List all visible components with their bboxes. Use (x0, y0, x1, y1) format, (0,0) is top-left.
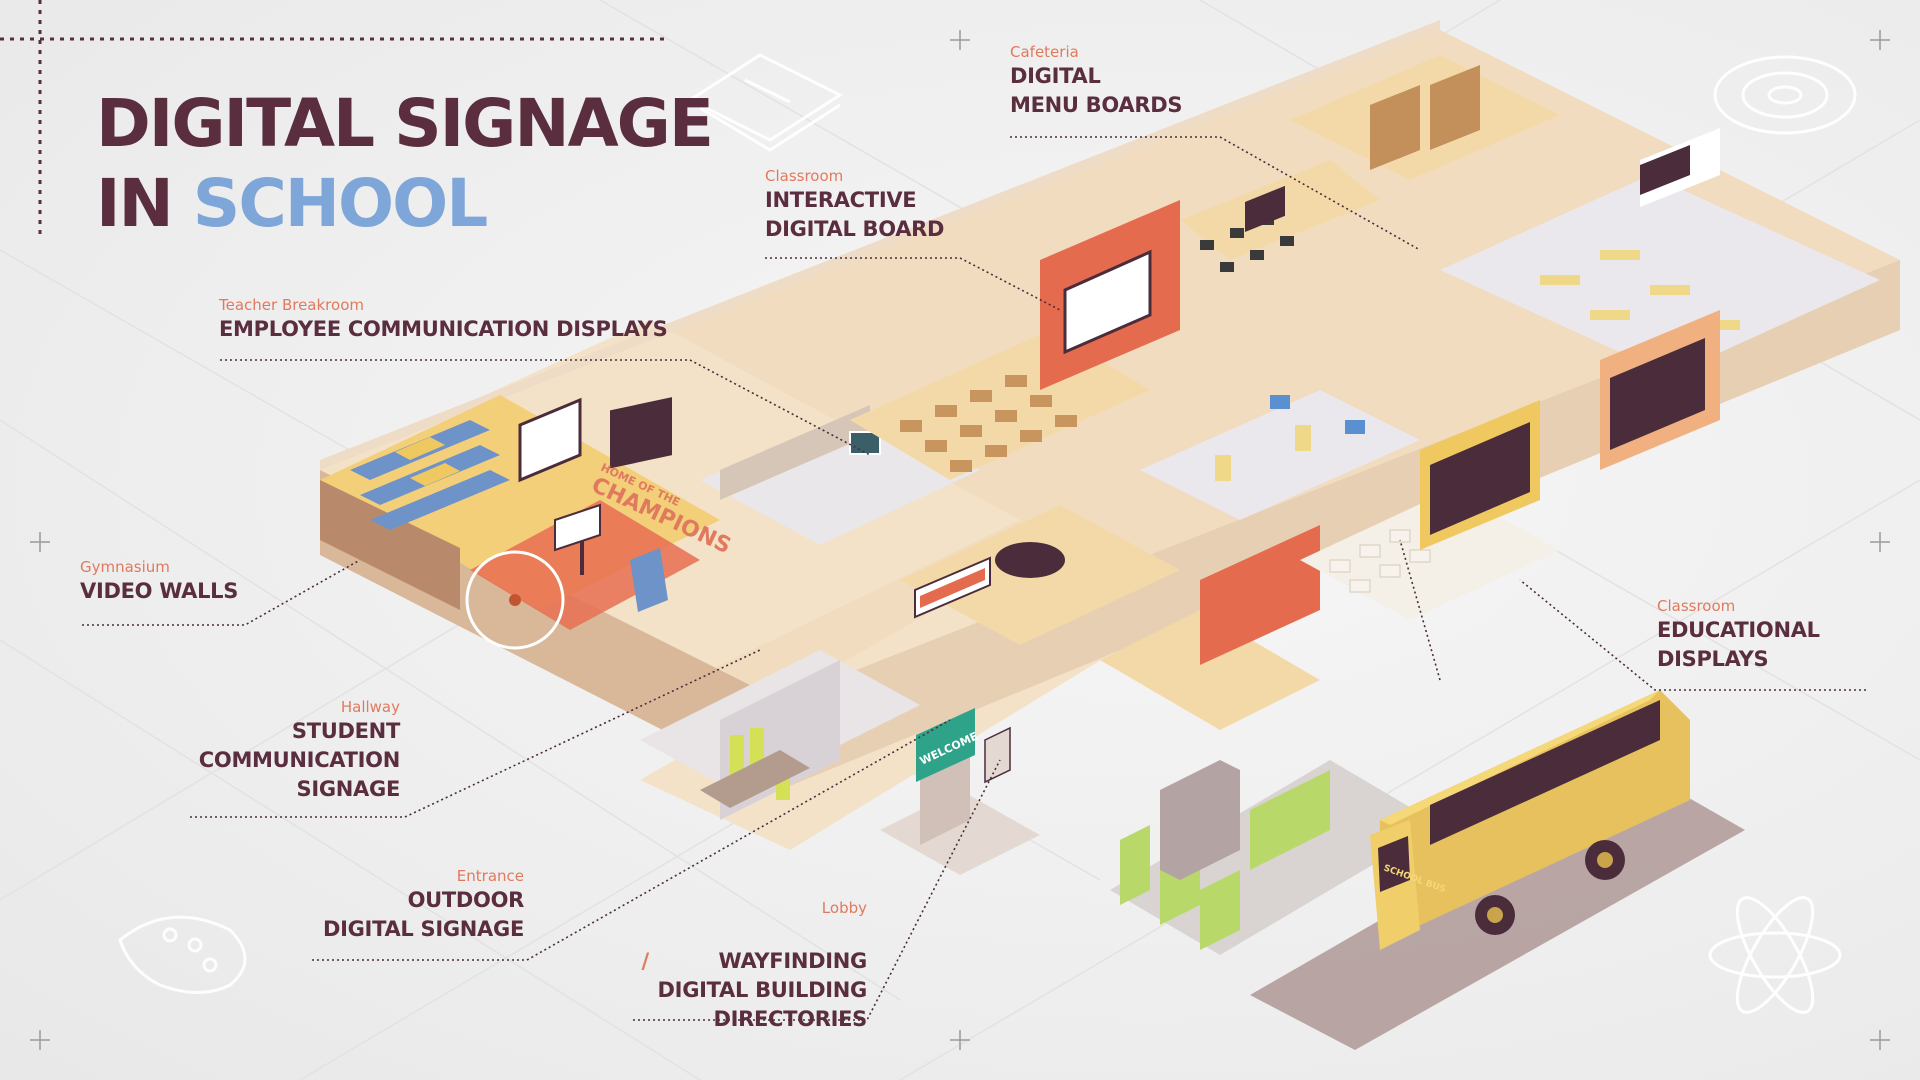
label-slash: / (641, 949, 650, 973)
piano (995, 542, 1065, 578)
label-name: INTERACTIVE DIGITAL BOARD (765, 188, 945, 241)
palette-icon (118, 915, 247, 994)
label-lobby: Lobby / WAYFINDING DIGITAL BUILDING DIREC… (642, 898, 868, 1034)
label-entrance: Entrance OUTDOOR DIGITAL SIGNAGE (323, 866, 524, 944)
side-entrance (1160, 760, 1240, 880)
label-category: Cafeteria (1010, 43, 1079, 61)
school-bus: SCHOOL BUS (1370, 690, 1690, 950)
art-classroom (1100, 185, 1320, 730)
label-teacher-breakroom: Teacher Breakroom EMPLOYEE COMMUNICATION… (219, 295, 668, 344)
label-name: VIDEO WALLS (80, 579, 239, 603)
lobby-directory (984, 726, 1011, 784)
outer-wall-back (320, 20, 1440, 470)
label-category: Lobby (821, 899, 867, 917)
educational-display-screen (1430, 422, 1530, 535)
label-name: EDUCATIONAL DISPLAYS (1657, 618, 1820, 671)
label-category: Hallway (340, 698, 400, 716)
title-prefix: IN (96, 165, 174, 242)
menu-board-screen (1640, 145, 1690, 195)
label-name: EMPLOYEE COMMUNICATION DISPLAYS (219, 317, 668, 341)
label-category: Teacher Breakroom (219, 296, 364, 314)
book-icon (686, 53, 844, 152)
hallway-lockers (640, 650, 920, 820)
title-line2: IN SCHOOL (96, 164, 712, 244)
library (1290, 55, 1560, 180)
breakroom-display (849, 431, 881, 455)
leader-lines (82, 136, 1866, 1021)
label-hallway: Hallway STUDENT COMMUNICATION SIGNAGE (198, 697, 401, 804)
entrance: WELCOME (880, 708, 1040, 875)
atom-icon (1708, 896, 1842, 1014)
educational-display-room (1300, 310, 1720, 620)
gear-icon (1713, 55, 1857, 135)
label-name-text: WAYFINDING DIGITAL BUILDING DIRECTORIES (657, 949, 868, 1031)
video-wall-screen (518, 397, 582, 483)
label-name: DIGITAL MENU BOARDS (1010, 64, 1183, 117)
label-category: Entrance (456, 867, 524, 885)
label-cafeteria: Cafeteria DIGITAL MENU BOARDS (1010, 42, 1182, 120)
label-gymnasium: Gymnasium VIDEO WALLS (80, 557, 238, 606)
label-classroom-interactive: Classroom INTERACTIVE DIGITAL BOARD (765, 166, 944, 244)
music-room (900, 505, 1180, 645)
plus-icon (30, 30, 1890, 1050)
page-title: DIGITAL SIGNAGE IN SCHOOL (96, 84, 714, 244)
label-category: Gymnasium (80, 558, 170, 576)
restrooms (1140, 390, 1420, 520)
interactive-board-screen (1063, 249, 1152, 355)
welcome-sign (916, 708, 975, 782)
label-classroom-educational: Classroom EDUCATIONAL DISPLAYS (1657, 596, 1820, 674)
label-name: OUTDOOR DIGITAL SIGNAGE (322, 888, 524, 941)
basketball (509, 594, 521, 606)
title-line1: DIGITAL SIGNAGE (96, 85, 714, 162)
label-category: Classroom (765, 167, 844, 185)
title-accent: SCHOOL (192, 165, 488, 242)
label-category: Classroom (1657, 597, 1736, 615)
label-name: / WAYFINDING DIGITAL BUILDING DIRECTORIES (642, 918, 868, 1034)
title-frame (0, 0, 664, 240)
label-name: STUDENT COMMUNICATION SIGNAGE (198, 719, 401, 801)
